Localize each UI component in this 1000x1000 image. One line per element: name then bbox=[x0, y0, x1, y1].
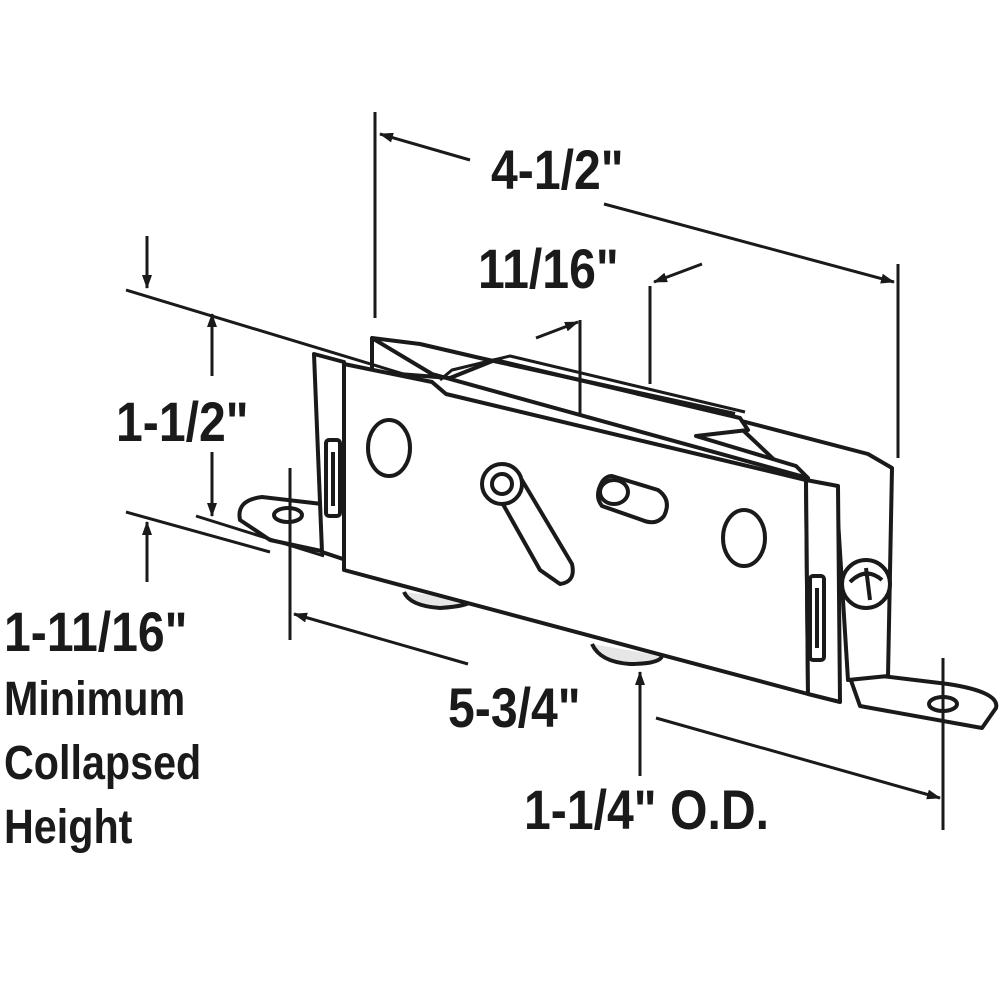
label-base-length: 5-3/4" bbox=[448, 676, 581, 739]
label-wheel-diameter: 1-1/4" O.D. bbox=[524, 778, 769, 841]
dim-5-3-4-arrow-left bbox=[293, 612, 469, 666]
label-collapsed-line2: Collapsed bbox=[4, 737, 202, 790]
front-wheel bbox=[590, 643, 664, 666]
left-plate-hole bbox=[366, 418, 412, 478]
dim-5-3-4-arrow-right bbox=[655, 716, 941, 800]
dim-4-1-2-arrow-right bbox=[603, 202, 895, 284]
top-carriage bbox=[370, 336, 810, 480]
label-collapsed-line1: Minimum bbox=[4, 673, 186, 726]
roller-assembly-part bbox=[237, 336, 999, 730]
dim-4-1-2-arrow-left bbox=[379, 132, 471, 162]
dim-11-16-arrow-right bbox=[653, 262, 703, 284]
label-body-height: 1-1/2" bbox=[116, 390, 249, 453]
dimension-lines bbox=[125, 112, 945, 830]
label-length-overall: 4-1/2" bbox=[491, 138, 624, 201]
label-collapsed-height-value: 1-11/16" bbox=[4, 600, 188, 663]
right-plate-hole bbox=[721, 508, 767, 568]
label-wheel-spacing: 11/16" bbox=[478, 237, 619, 300]
label-collapsed-line3: Height bbox=[4, 801, 133, 854]
left-tab-hole bbox=[272, 506, 304, 524]
dim-11-16-arrow-left bbox=[535, 320, 579, 340]
right-mounting-tab bbox=[846, 670, 999, 730]
